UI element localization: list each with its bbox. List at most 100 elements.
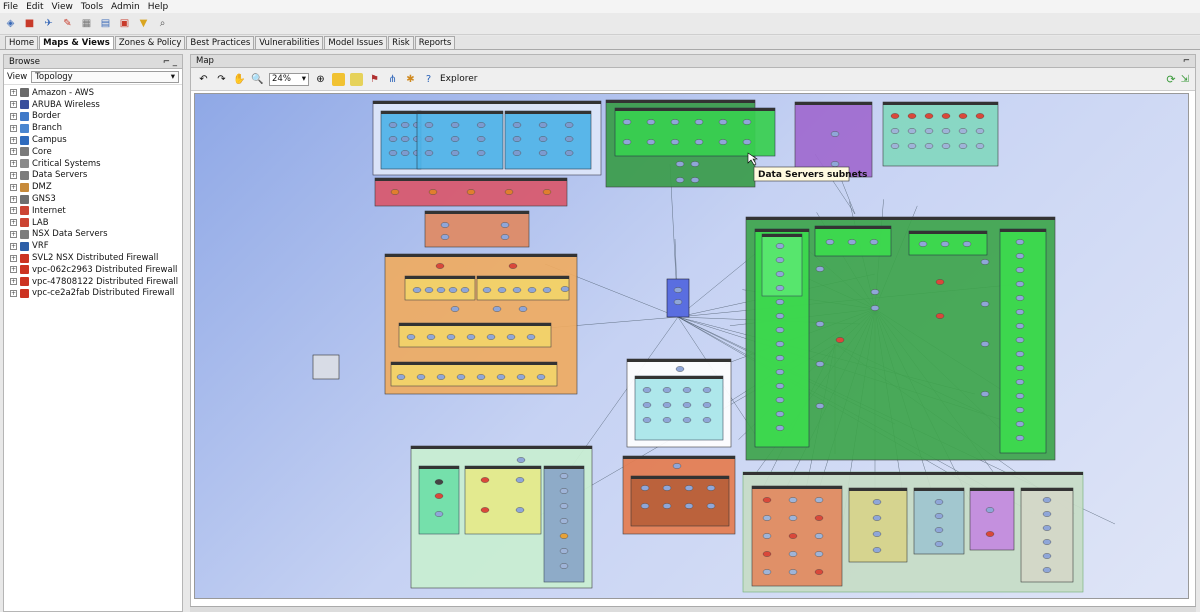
zoom-in-icon[interactable]: ⊕ [316,73,325,85]
menu-item-help[interactable]: Help [147,1,169,12]
filter-icon[interactable]: ✱ [406,73,415,85]
router-node [890,128,900,134]
panel-controls-icon[interactable]: ⌐ _ [162,56,177,67]
undo-icon[interactable]: ↶ [199,73,208,85]
expand-icon[interactable]: + [10,278,17,286]
zoom-select[interactable]: 24% ▾ [269,72,309,86]
menu-item-file[interactable]: File [3,1,19,12]
tree-item[interactable]: +DMZ [10,181,182,193]
redo-icon[interactable]: ↷ [217,73,226,85]
tab-best-practices[interactable]: Best Practices [186,36,255,49]
router-node [476,150,486,156]
expand-icon[interactable]: + [10,195,17,203]
tree-item[interactable]: +Data Servers [10,170,182,182]
tree-item-label: VRF [32,241,49,252]
expand-icon[interactable]: + [10,289,17,297]
grid-icon[interactable]: ▦ [81,18,92,29]
tree-item[interactable]: +LAB [10,217,182,229]
tree-item[interactable]: +vpc-ce2a2fab Distributed Firewall [10,288,182,300]
export-icon[interactable]: ⇲ [1180,73,1189,85]
firewall-node [985,531,995,537]
tree-item[interactable]: +Critical Systems [10,158,182,170]
funnel-icon[interactable]: ▼ [139,18,148,29]
tab-home[interactable]: Home [5,36,39,49]
tree-item[interactable]: + VRF [10,240,182,252]
menu-item-admin[interactable]: Admin [111,1,140,12]
pan-hand-icon[interactable]: ✋ [233,73,246,85]
layout-icon[interactable] [332,72,345,86]
tree-item[interactable]: +vpc-062c2963 Distributed Firewall [10,264,182,276]
briefcase-icon[interactable]: ▣ [119,18,130,29]
router-node [673,299,683,305]
router-node [662,387,672,393]
router-node [512,136,522,142]
expand-icon[interactable]: + [10,230,17,238]
tree-item[interactable]: +vpc-47808122 Distributed Firewall [10,276,182,288]
expand-icon[interactable]: + [10,266,17,274]
expand-icon[interactable]: + [10,242,17,250]
expand-icon[interactable]: + [10,171,17,179]
tree-item[interactable]: +NSX Data Servers [10,229,182,241]
menu-item-view[interactable]: View [51,1,73,12]
stop-icon[interactable]: ■ [24,18,35,29]
subzone [476,275,570,301]
expand-icon[interactable]: + [10,183,17,191]
expand-icon[interactable]: + [10,160,17,168]
router-node [400,150,410,156]
tree-item[interactable]: +Amazon - AWS [10,87,182,99]
menu-item-tools[interactable]: Tools [80,1,104,12]
menu-item-edit[interactable]: Edit [26,1,44,12]
query-icon[interactable]: ? [425,73,432,85]
explorer-button[interactable]: Explorer [440,74,478,84]
tree-item[interactable]: +SVL2 NSX Distributed Firewall [10,252,182,264]
expand-icon[interactable]: + [10,207,17,215]
refresh-icon[interactable]: ⟳ [1166,72,1176,86]
tree-item[interactable]: +Internet [10,205,182,217]
plane-icon[interactable]: ✈ [44,18,53,29]
zone-title-bar [615,108,775,111]
magnifier-icon[interactable]: ⌕ [159,18,166,29]
router-node [424,136,434,142]
expand-icon[interactable]: + [10,254,17,262]
router-node [515,477,525,483]
router-node [975,113,985,119]
firewall-node [542,189,552,195]
expand-icon[interactable]: + [10,219,17,227]
tree-item[interactable]: +Branch [10,122,182,134]
document-icon[interactable]: ▤ [100,18,111,29]
tab-model-issues[interactable]: Model Issues [324,36,388,49]
expand-icon[interactable]: + [10,89,17,97]
tab-reports[interactable]: Reports [414,36,456,49]
tab-risk[interactable]: Risk [388,36,414,49]
router-node [1015,253,1025,259]
router-node [456,374,466,380]
panel-pin-icon[interactable]: ⌐ [1182,56,1190,66]
path-icon[interactable]: ⚑ [370,73,379,85]
tab-maps-views[interactable]: Maps & Views [39,36,114,49]
shield-icon[interactable]: ◈ [6,18,15,29]
hierarchy-icon[interactable]: ⋔ [388,73,397,85]
tree-item[interactable]: +Border [10,111,182,123]
topology-canvas[interactable]: Data Servers subnets [194,93,1189,599]
zone-title-bar [391,362,557,365]
expand-icon[interactable]: + [10,101,17,109]
tab-vulnerabilities[interactable]: Vulnerabilities [255,36,324,49]
zoom-icon[interactable]: 🔍 [251,73,264,85]
router-node [775,271,785,277]
tree-item[interactable]: +Campus [10,134,182,146]
expand-icon[interactable]: + [10,136,17,144]
pencil-icon[interactable]: ✎ [63,18,72,29]
expand-icon[interactable]: + [10,148,17,156]
group-icon[interactable] [350,72,363,86]
subzone [543,465,585,583]
zone-title-bar [752,486,842,489]
router-node [830,161,840,167]
router-node [559,473,569,479]
tree-item[interactable]: +Core [10,146,182,158]
tab-zones-policy[interactable]: Zones & Policy [114,36,186,49]
tree-item[interactable]: +GNS3 [10,193,182,205]
view-select[interactable]: Topology ▾ [31,70,179,83]
expand-icon[interactable]: + [10,124,17,132]
tree-item[interactable]: +ARUBA Wireless [10,99,182,111]
expand-icon[interactable]: + [10,112,17,120]
